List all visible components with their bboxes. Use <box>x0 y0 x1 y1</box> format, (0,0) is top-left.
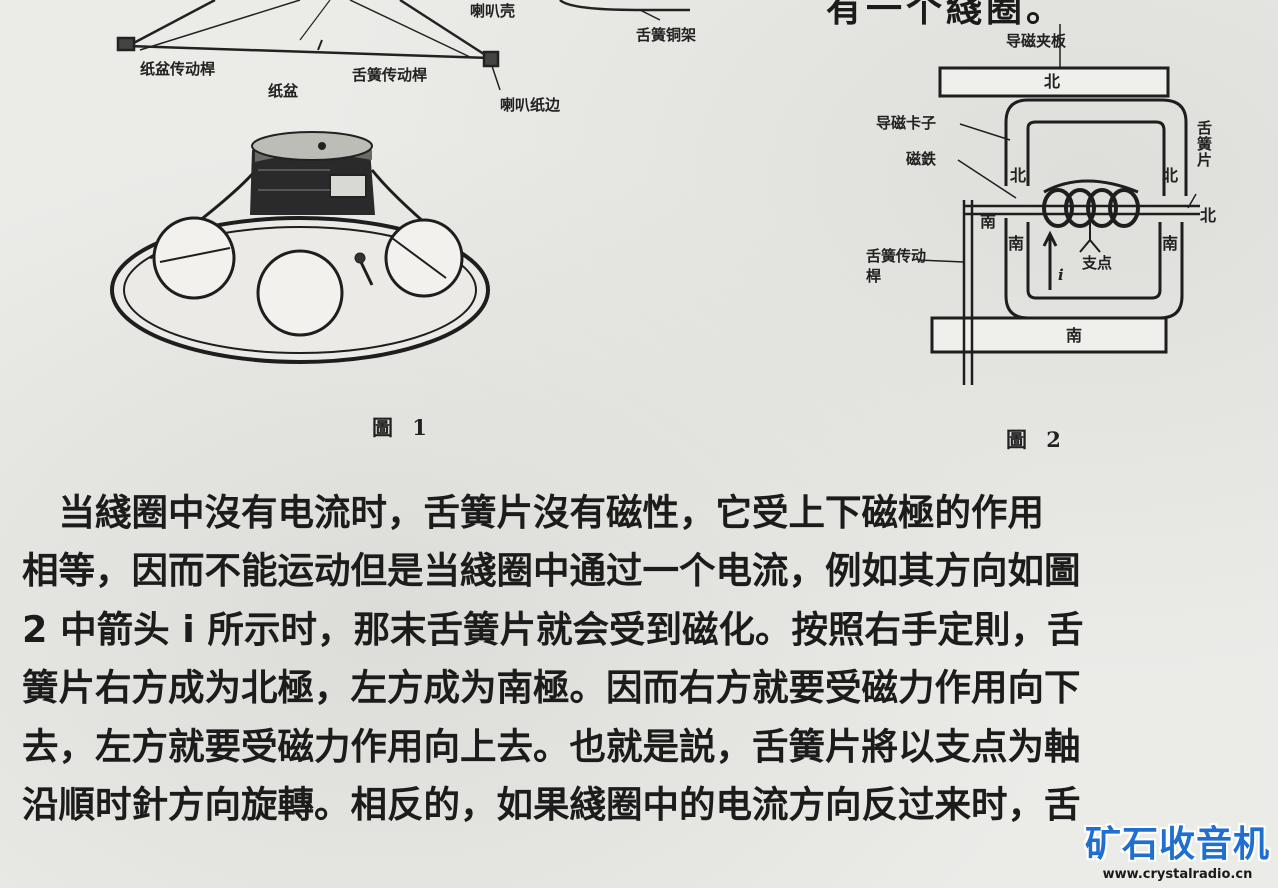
text-line-2: 相等，因而不能运动但是当綫圈中通过一个电流，例如其方向如圖 <box>22 549 1081 593</box>
label-horn-shell: 喇叭壳 <box>470 2 516 20</box>
label-south-bottom: 南 <box>1066 326 1083 345</box>
label-current-i: i <box>1058 266 1064 284</box>
label-north-right: 北 <box>1162 166 1179 185</box>
label-south-reed: 南 <box>980 212 997 231</box>
text-line-4: 簧片右方成为北極，左方成为南極。因而右方就要受磁力作用向下 <box>22 666 1081 710</box>
label-guide-plate: 导磁夹板 <box>1006 32 1067 50</box>
label-reed-rod-fig2: 舌簧传动桿 <box>866 247 927 285</box>
figure-2-caption: 圖 2 <box>1006 427 1067 452</box>
text-line-6: 沿順时針方向旋轉。相反的，如果綫圈中的电流方向反过来时，舌 <box>22 782 1081 826</box>
label-south-right: 南 <box>1162 234 1179 253</box>
top-text-fragment: 有一个綫圈。 <box>826 0 1067 30</box>
label-reed-rod-fig1: 舌簧传动桿 <box>352 66 428 84</box>
text-line-3: 2 中箭头 i 所示时，那末舌簧片就会受到磁化。按照右手定則，舌 <box>22 607 1084 651</box>
label-horn-edge: 喇叭纸边 <box>500 96 561 114</box>
text-line-5: 去，左方就要受磁力作用向上去。也就是説，舌簧片將以支点为軸 <box>22 724 1081 768</box>
label-magnet: 磁鉄 <box>906 150 937 168</box>
label-south-left: 南 <box>1008 234 1025 253</box>
label-reed-piece: 舌簧片 <box>1195 120 1213 168</box>
watermark: 矿石收音机 www.crystalradio.cn <box>1084 824 1270 883</box>
label-paper-cone: 纸盆 <box>268 82 299 100</box>
label-paper-cone-rod: 纸盆传动桿 <box>140 60 216 78</box>
text-line-1: 当綫圈中沒有电流时，舌簧片沒有磁性，它受上下磁極的作用 <box>22 491 1044 534</box>
body-paragraph: 当綫圈中沒有电流时，舌簧片沒有磁性，它受上下磁極的作用 相等，因而不能运动但是当… <box>22 484 1242 834</box>
label-pivot: 支点 <box>1082 254 1113 272</box>
label-north-reed: 北 <box>1200 206 1217 225</box>
label-guide-clip: 导磁卡子 <box>876 114 937 132</box>
watermark-url: www.crystalradio.cn <box>1102 867 1253 882</box>
watermark-logo-text: 矿石收音机 <box>1084 824 1270 865</box>
label-north-top: 北 <box>1044 72 1061 91</box>
figure-1-caption: 圖 1 <box>372 415 433 440</box>
label-north-left: 北 <box>1010 166 1027 185</box>
label-reed-frame: 舌簧铜架 <box>636 26 697 44</box>
